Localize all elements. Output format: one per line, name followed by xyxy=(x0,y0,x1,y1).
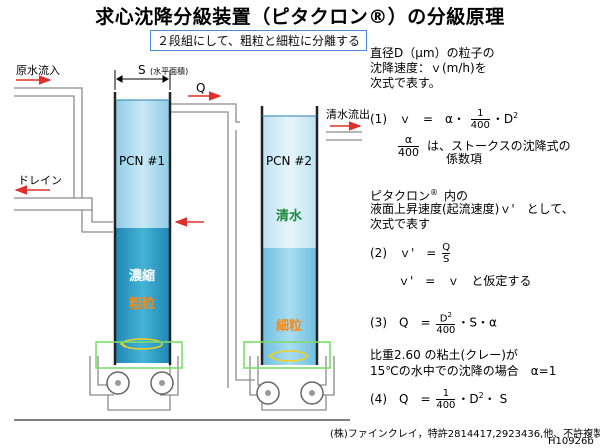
pita-line-3: 液面上昇速度(起流速度)ｖ' として、 xyxy=(370,202,574,216)
tank1-base-frame xyxy=(95,341,183,369)
tank1-zone-label-2: 粗粒 xyxy=(129,296,155,312)
clay-line-1: 比重2.60 の粘土(クレー)が xyxy=(370,348,518,362)
intro-line-3: 次式で表す。 xyxy=(370,76,441,90)
clay-line-2: 15℃の水中での沈降の場合 α=1 xyxy=(370,364,557,378)
intro-line-2: 沈降速度：ｖ(m/h)を xyxy=(370,61,487,75)
tank2-base-frame xyxy=(243,341,331,369)
intro-line-1: 直径D（μm）の粒子の xyxy=(370,46,495,60)
tank2-zone-label-1: 清水 xyxy=(276,208,303,224)
tank1-name: PCN #1 xyxy=(119,154,165,168)
equation-2: (2) ｖ' = Q S xyxy=(370,242,451,265)
patent-footer: (株)ファインクレイ，特許2814417,2923436,他、不許複製 xyxy=(330,429,600,440)
alpha-coefficient-note: α 400 は、ストークスの沈降式の xyxy=(398,133,571,159)
q-label: Q xyxy=(196,81,205,95)
page-title: 求心沈降分級装置（ピタクロン®）の分級原理 xyxy=(95,6,505,28)
page-subtitle: ２段組にして、粗粒と細粒に分離する xyxy=(150,30,368,51)
s-dimension xyxy=(114,70,171,90)
raw-inflow-label: 原水流入 xyxy=(16,63,60,77)
drain-label: ドレイン xyxy=(18,174,62,187)
flow-arrows xyxy=(14,75,362,227)
equation-4: (4) Q = 1 400 ・D2・ S xyxy=(370,388,508,411)
pita-line-4: 次式で表す xyxy=(370,217,431,231)
tank1-zone-label-1: 濃縮 xyxy=(129,268,155,284)
tank-pcn2 xyxy=(260,106,319,365)
equation-3: (3) Q = D2 400 ・S・α xyxy=(370,311,497,337)
clear-outflow-label: 清水流出 xyxy=(326,107,370,121)
pipes xyxy=(14,87,362,411)
pita-line-1: ピタクロン®内の xyxy=(370,188,469,203)
equation-1: (1) ｖ = α・ 1 400 ・D2 xyxy=(370,108,519,131)
s-note: (水平面積) xyxy=(150,66,188,76)
alpha-text-2: 係数項 xyxy=(446,152,483,166)
tank2-name: PCN #2 xyxy=(266,154,312,168)
tank2-zone-label-2: 細粒 xyxy=(276,318,302,334)
figure-code: H10926b xyxy=(548,436,594,447)
tank-pcn1 xyxy=(113,92,172,365)
assumption-line: ｖ' = ｖ と仮定する xyxy=(398,274,532,288)
s-label: S xyxy=(138,63,146,77)
